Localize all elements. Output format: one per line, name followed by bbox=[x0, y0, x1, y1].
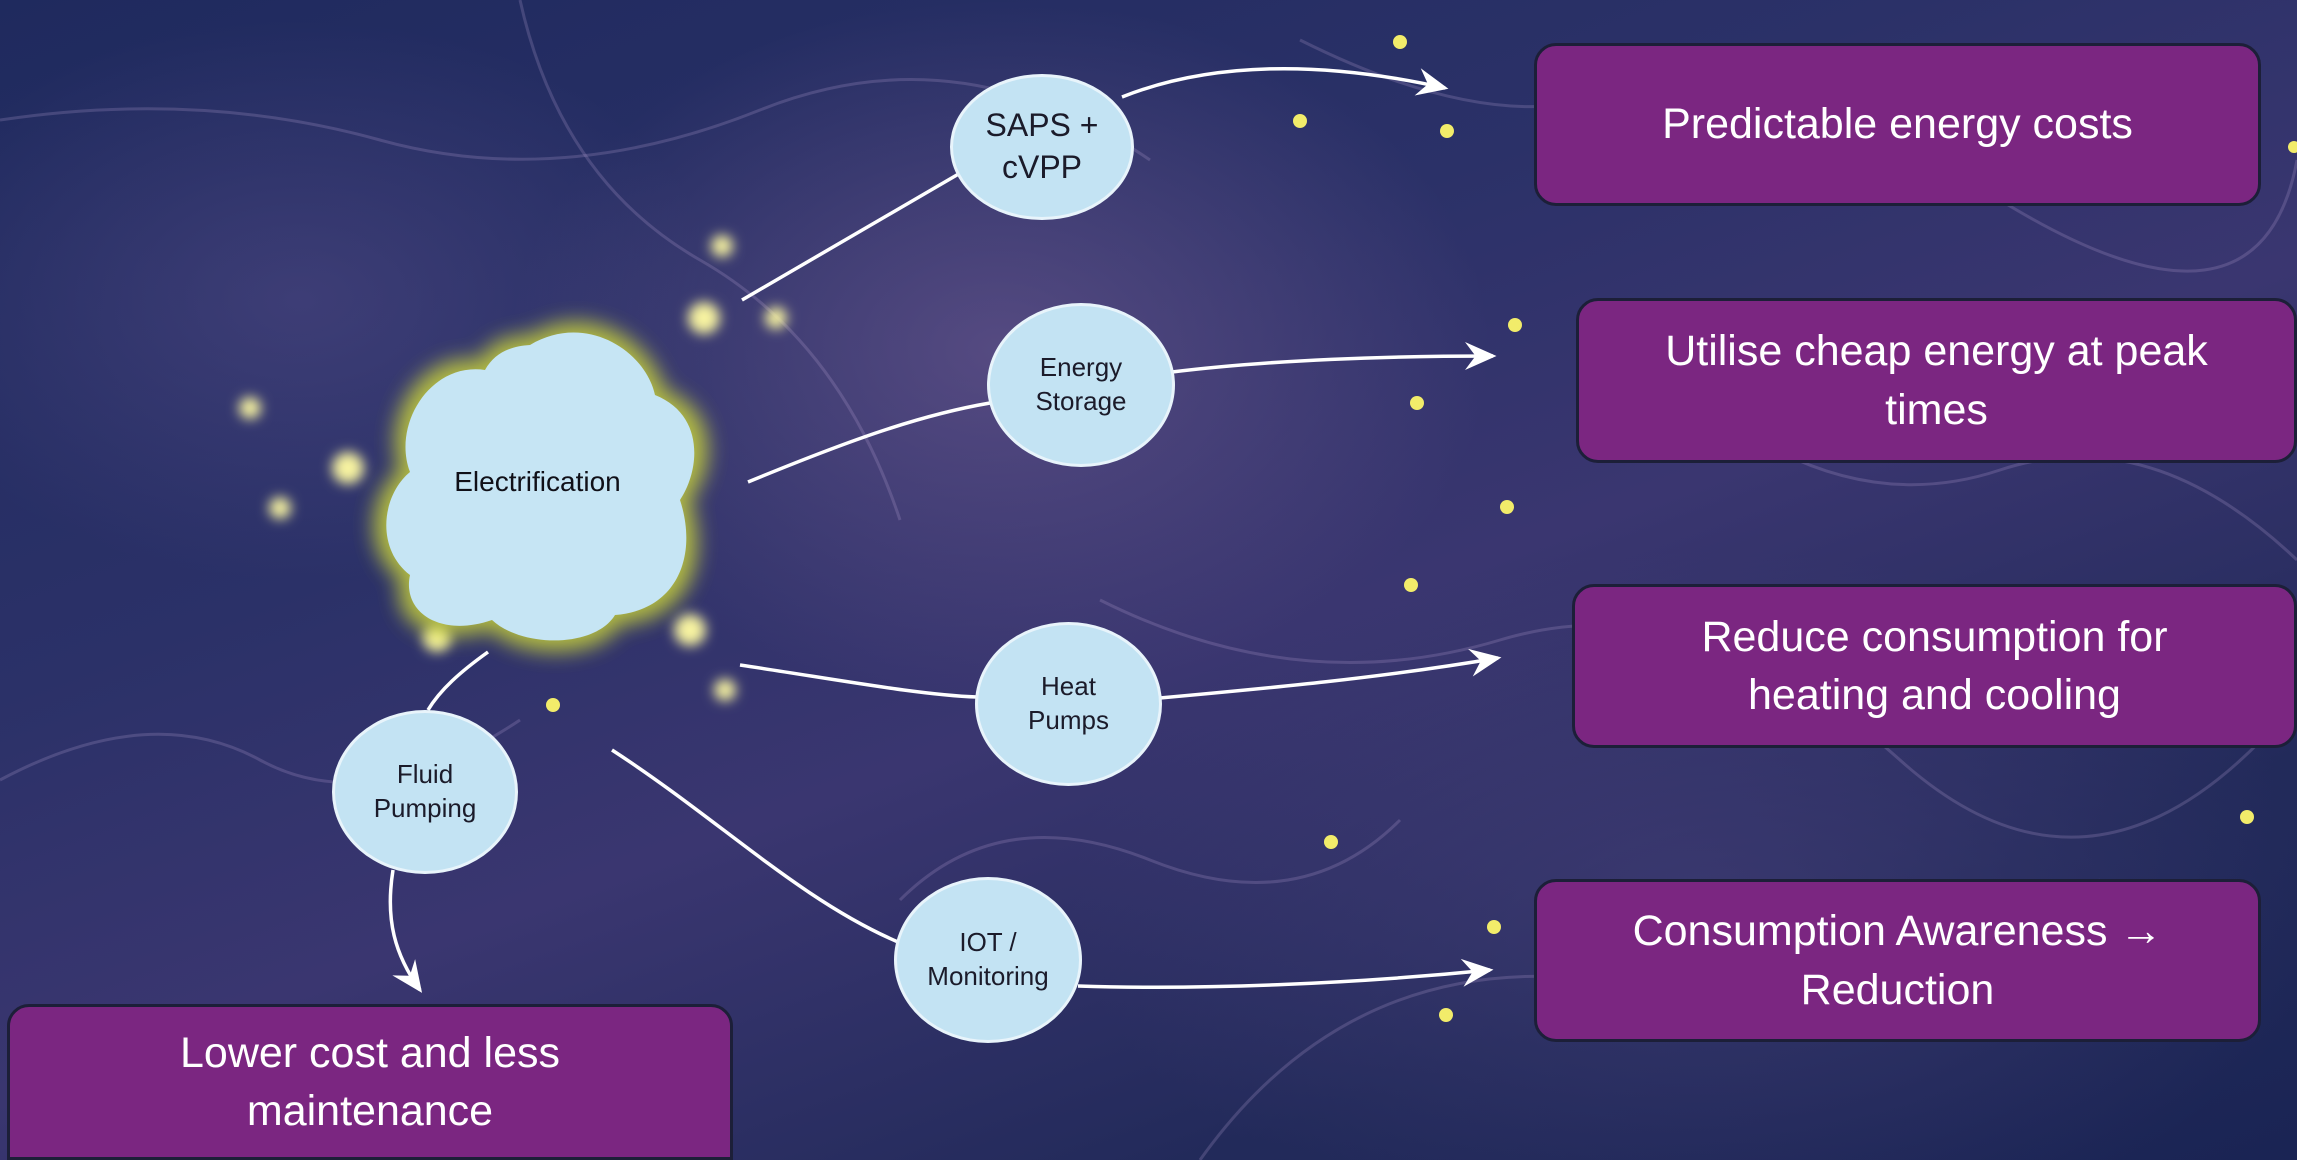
node-heat-label: Heat Pumps bbox=[1028, 671, 1109, 735]
node-saps-label: SAPS + cVPP bbox=[985, 107, 1099, 185]
link-cloud-fluid bbox=[426, 650, 490, 711]
node-iot-monitoring: IOT / Monitoring bbox=[894, 877, 1082, 1043]
link-iot-awareness bbox=[1077, 958, 1494, 989]
link-saps-predictable bbox=[1121, 66, 1449, 99]
electrification-label: Electrification bbox=[454, 466, 621, 497]
electrification-cloud bbox=[373, 321, 708, 652]
outcome-lower-cost: Lower cost and less maintenance bbox=[7, 1004, 733, 1160]
link-heat-reduce bbox=[1159, 648, 1502, 700]
outcome-predictable-label: Predictable energy costs bbox=[1662, 100, 2133, 149]
outcome-utilise-cheap-energy: Utilise cheap energy at peak times bbox=[1576, 298, 2297, 463]
link-cloud-heat bbox=[739, 663, 978, 699]
link-cloud-iot bbox=[611, 748, 899, 944]
outcome-consumption-awareness: Consumption Awareness → Reduction bbox=[1534, 879, 2261, 1042]
outcome-awareness-label: Consumption Awareness → Reduction bbox=[1632, 907, 2163, 1014]
node-fluid-label: Fluid Pumping bbox=[373, 759, 477, 823]
outcome-predictable-energy-costs: Predictable energy costs bbox=[1534, 43, 2261, 206]
node-energy-storage: Energy Storage bbox=[987, 303, 1175, 467]
outcome-reduce-consumption: Reduce consumption for heating and cooli… bbox=[1572, 584, 2297, 748]
link-cloud-saps bbox=[741, 170, 963, 302]
outcome-lower-label: Lower cost and less maintenance bbox=[179, 1028, 561, 1135]
node-fluid-pumping: Fluid Pumping bbox=[332, 710, 518, 874]
node-iot-label: IOT / Monitoring bbox=[927, 927, 1049, 991]
node-heat-pumps: Heat Pumps bbox=[975, 622, 1162, 786]
outcome-reduce-label: Reduce consumption for heating and cooli… bbox=[1701, 612, 2168, 719]
link-cloud-storage bbox=[747, 401, 991, 484]
node-storage-label: Energy Storage bbox=[1035, 352, 1127, 416]
link-storage-cheap bbox=[1171, 342, 1497, 374]
link-fluid-lower bbox=[388, 869, 423, 993]
node-saps-cvpp: SAPS + cVPP bbox=[950, 74, 1134, 220]
outcome-cheap-label: Utilise cheap energy at peak times bbox=[1665, 327, 2208, 434]
